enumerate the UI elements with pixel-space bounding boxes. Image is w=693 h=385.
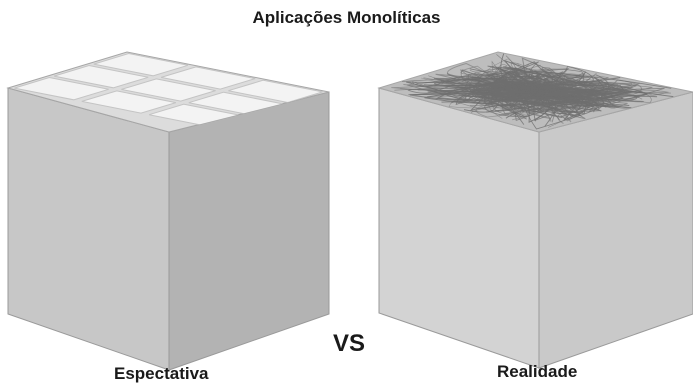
expectation-cube-side-face <box>168 91 330 371</box>
tangle-strand <box>446 62 645 116</box>
expectation-caption: Espectativa <box>114 364 209 383</box>
reality-caption: Realidade <box>497 362 578 381</box>
reality-cube-front-face <box>378 87 540 369</box>
expectation-tile <box>81 90 177 114</box>
tangle-strand <box>441 69 603 104</box>
expectation-tile <box>93 52 189 77</box>
tangle-strand <box>455 74 643 122</box>
expectation-tile-grid <box>14 52 323 128</box>
expectation-tile <box>121 78 216 102</box>
expectation-cube <box>6 51 330 371</box>
tangle-strand <box>484 70 587 118</box>
reality-spaghetti-tangle <box>391 53 674 130</box>
diagram-title: Aplicações Monolíticas <box>252 8 441 27</box>
expectation-tile <box>53 64 149 89</box>
expectation-tile <box>14 76 109 101</box>
expectation-cube-front-face <box>7 87 170 371</box>
reality-cube <box>377 51 693 369</box>
tangle-strand <box>469 66 642 119</box>
expectation-tile <box>160 66 256 90</box>
reality-cube-side-face <box>538 91 693 369</box>
tangle-strand <box>478 58 622 116</box>
versus-label: VS <box>333 330 366 357</box>
